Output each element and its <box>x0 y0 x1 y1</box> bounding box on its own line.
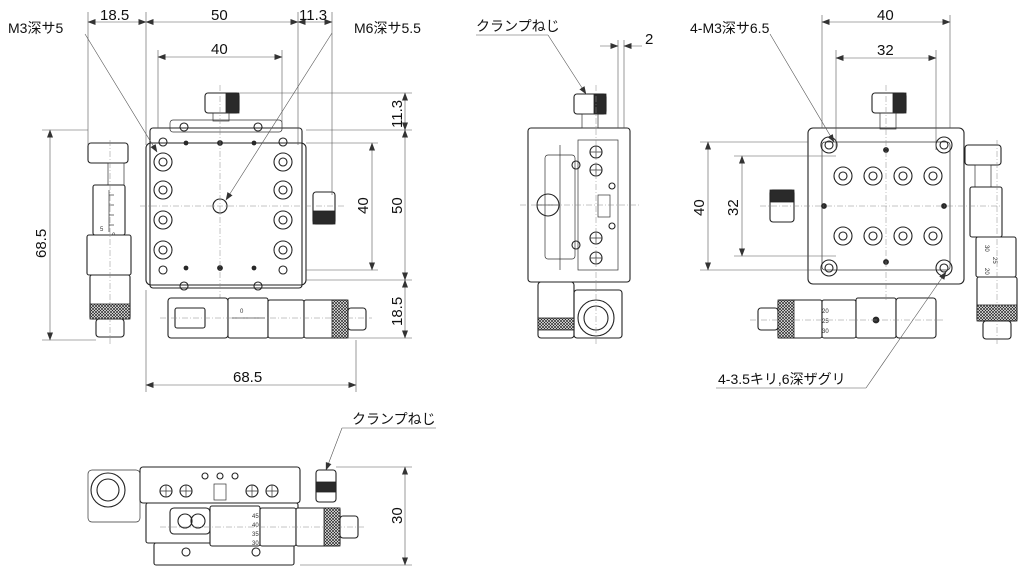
front-view: 45 40 35 30 30 クランプねじ <box>87 411 436 566</box>
label-counterbore-holes: 4-3.5キリ,6深ザグリ <box>718 371 846 387</box>
label-clamp-screw-bottom: クランプねじ <box>352 411 436 427</box>
dim-inner-width: 40 <box>211 41 228 58</box>
br-mic-mark-a: 30 <box>983 245 989 252</box>
top-base-plate <box>145 142 307 286</box>
dim-top-right-offset: 11.3 <box>299 7 327 24</box>
dim-right-bottom: 18.5 <box>389 297 406 326</box>
bl-mic-mark-b: 25 <box>822 319 829 325</box>
top-hole-column-right <box>273 137 293 275</box>
side-view: 2 クランプねじ <box>476 18 653 345</box>
dim-front-height: 30 <box>389 507 406 524</box>
dim-bottom-width: 40 <box>877 7 894 24</box>
top-clamp-neck <box>212 112 230 122</box>
label-m6-hole: M6深サ5.5 <box>354 20 421 36</box>
dim-top-offset: 18.5 <box>100 7 129 24</box>
bot-mic-mark-b: 40 <box>252 523 259 529</box>
front-mic-mark-a: 0 <box>240 309 244 315</box>
bot-mic-mark-a: 45 <box>252 514 259 520</box>
dim-bottom-inner: 32 <box>877 42 894 59</box>
top-view: 5 0 45 5 0 5 45 <box>8 7 421 392</box>
bottom-left-micrometer: 20 25 30 <box>750 297 945 339</box>
left-mic-mark-a: 5 <box>100 227 104 233</box>
br-mic-mark-c: 20 <box>983 268 989 275</box>
dim-left-total: 68.5 <box>33 229 50 258</box>
front-micrometer: 0 5 45 <box>160 297 372 339</box>
top-hole-column-left <box>153 137 173 275</box>
dim-top-width: 50 <box>211 7 228 24</box>
br-mic-mark-b: 25 <box>991 257 997 264</box>
label-clamp-screw-side: クランプねじ <box>476 18 560 34</box>
dim-right-top-offset: 11.3 <box>389 100 406 128</box>
label-m3-holes-bottom: 4-M3深サ6.5 <box>690 20 770 36</box>
dim-bottom-height: 40 <box>691 199 708 216</box>
left-micrometer: 5 0 45 5 <box>86 140 132 345</box>
label-m3-hole: M3深サ5 <box>8 20 63 36</box>
right-clamp-screw-head <box>312 210 336 225</box>
dim-right-inner: 40 <box>355 197 372 214</box>
dim-bottom-total: 68.5 <box>233 369 262 386</box>
bl-mic-mark-a: 20 <box>822 309 829 315</box>
dim-right-total: 50 <box>389 197 406 214</box>
bl-mic-mark-c: 30 <box>822 329 829 335</box>
bot-mic-mark-c: 35 <box>252 532 259 538</box>
top-center-holes <box>179 122 263 291</box>
dim-side-thickness: 2 <box>645 31 653 48</box>
front-view-micrometer: 45 40 35 30 <box>160 505 365 557</box>
front-screws <box>159 472 279 501</box>
top-clamp-screw-head <box>225 92 240 114</box>
top-slide-table <box>149 127 303 289</box>
bottom-view: 30 25 20 20 25 30 <box>690 7 1018 389</box>
dim-bottom-inner-height: 32 <box>725 199 742 216</box>
bot-mic-mark-d: 30 <box>252 541 259 547</box>
bottom-right-micrometer: 30 25 20 <box>964 140 1018 345</box>
bottom-holes <box>820 136 953 277</box>
